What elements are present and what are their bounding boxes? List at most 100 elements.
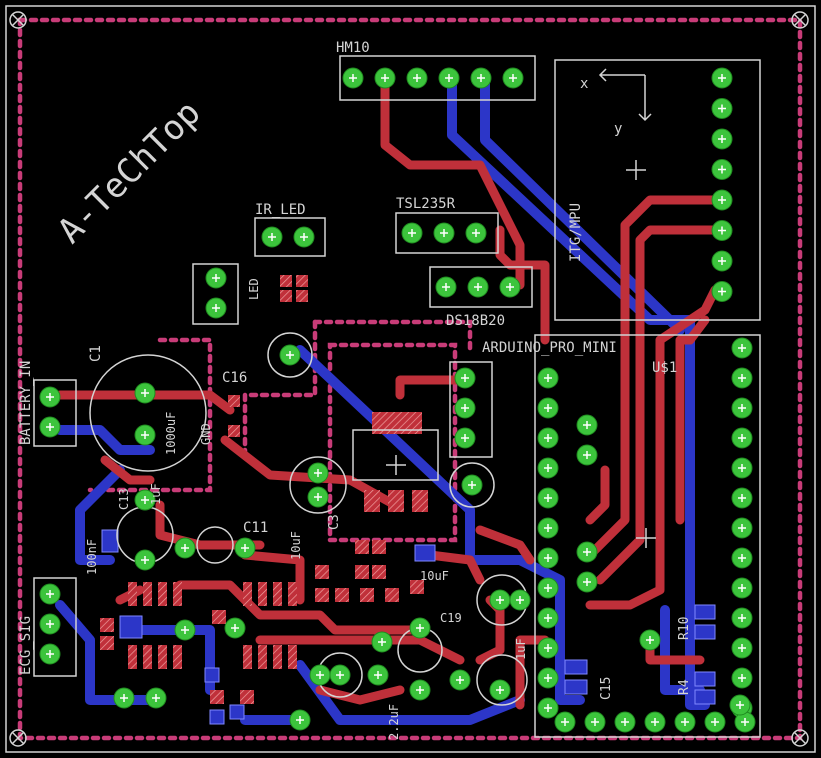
th-pad-drill: [416, 624, 424, 632]
th-pad-drill: [408, 229, 416, 237]
label-battery-in: BATTERY_IN: [18, 361, 34, 445]
th-pad-drill: [141, 431, 149, 439]
through-hole-pads: [39, 67, 756, 733]
label-c11-value: 10uF: [289, 531, 303, 560]
label-tsl235r: TSL235R: [396, 196, 456, 212]
th-pad-drill: [286, 351, 294, 359]
th-pad-drill: [46, 393, 54, 401]
th-pad-drill: [413, 74, 421, 82]
th-pad-drill: [509, 74, 517, 82]
th-pad-drill: [461, 374, 469, 382]
label-c11: C11: [243, 520, 268, 536]
mounting-holes: [9, 11, 809, 747]
th-pad-drill: [718, 257, 726, 265]
label-c1-value: 1000uF: [164, 412, 178, 455]
th-pad-drill: [456, 676, 464, 684]
th-pad-drill: [738, 524, 746, 532]
th-pad-drill: [738, 554, 746, 562]
th-pad-drill: [738, 374, 746, 382]
label-itg-mpu: ITG/MPU: [568, 203, 584, 262]
label-ecg-sig: ECG_SIG: [18, 616, 34, 675]
th-pad-drill: [583, 578, 591, 586]
th-pad-drill: [544, 644, 552, 652]
label-c13: C13: [117, 488, 131, 510]
th-pad-drill: [231, 624, 239, 632]
label-1uf-b: 1uF: [514, 638, 528, 660]
th-pad-drill: [738, 434, 746, 442]
axis-arrows: [598, 68, 652, 122]
th-pad-drill: [468, 481, 476, 489]
th-pad-drill: [181, 544, 189, 552]
th-pad-drill: [300, 233, 308, 241]
th-pad-drill: [46, 423, 54, 431]
th-pad-drill: [741, 718, 749, 726]
th-pad-drill: [544, 434, 552, 442]
th-pad-drill: [544, 554, 552, 562]
label-r10: R10: [677, 617, 692, 640]
th-pad-drill: [736, 701, 744, 709]
th-pad-drill: [314, 493, 322, 501]
th-pad-drill: [718, 104, 726, 113]
label-led: LED: [247, 278, 261, 300]
th-pad-drill: [445, 74, 453, 82]
th-pad-drill: [349, 74, 357, 82]
th-pad-drill: [738, 674, 746, 682]
th-pad-drill: [738, 404, 746, 412]
th-pad-drill: [544, 464, 552, 472]
label-c1: C1: [88, 345, 104, 362]
th-pad-drill: [474, 283, 482, 291]
label-axis-y: y: [614, 121, 622, 137]
th-pad-drill: [374, 671, 382, 679]
th-pad-drill: [381, 74, 389, 82]
th-pad-drill: [378, 638, 386, 646]
th-pad-drill: [314, 469, 322, 477]
th-pad-drill: [212, 274, 220, 282]
th-pad-drill: [738, 344, 746, 352]
silkscreen-outlines: [33, 55, 761, 738]
th-pad-drill: [583, 548, 591, 556]
th-pad-drill: [591, 718, 599, 726]
th-pad-drill: [681, 718, 689, 726]
th-pad-drill: [583, 421, 591, 429]
th-pad-drill: [561, 718, 569, 726]
th-pad-drill: [268, 233, 276, 241]
label-arduino: ARDUINO_PRO_MINI: [482, 340, 617, 356]
label-c3: C3: [327, 514, 342, 530]
th-pad-drill: [141, 496, 149, 504]
th-pad-drill: [241, 544, 249, 552]
th-pad-drill: [442, 283, 450, 291]
th-pad-drill: [46, 620, 54, 628]
label-ir-led: IR_LED: [255, 202, 306, 218]
th-pad-drill: [544, 614, 552, 622]
label-c15: C15: [599, 677, 614, 700]
label-10uf-b: 10uF: [420, 569, 449, 583]
th-pad-drill: [544, 584, 552, 592]
th-pad-drill: [506, 283, 514, 291]
label-r4: R4: [677, 679, 692, 695]
label-100nf: 100nF: [85, 539, 99, 575]
th-pad-drill: [738, 464, 746, 472]
label-1uf: 1uF: [149, 483, 163, 505]
th-pad-drill: [477, 74, 485, 82]
label-c19: C19: [440, 611, 462, 625]
bottom-smd-pads: [101, 529, 716, 725]
th-pad-drill: [738, 644, 746, 652]
th-pad-drill: [181, 626, 189, 634]
th-pad-drill: [496, 596, 504, 604]
th-pad-drill: [461, 434, 469, 442]
th-pad-drill: [718, 165, 726, 174]
th-pad-drill: [336, 671, 344, 679]
th-pad-drill: [440, 229, 448, 237]
th-pad-drill: [461, 404, 469, 412]
th-pad-drill: [738, 584, 746, 592]
th-pad-drill: [316, 671, 324, 679]
th-pad-drill: [651, 718, 659, 726]
th-pad-drill: [718, 74, 726, 82]
th-pad-drill: [472, 229, 480, 237]
th-pad-drill: [120, 694, 128, 702]
th-pad-drill: [718, 196, 726, 204]
th-pad-drill: [738, 494, 746, 502]
th-pad-drill: [46, 650, 54, 658]
label-ds18b20: DS18B20: [446, 313, 505, 329]
